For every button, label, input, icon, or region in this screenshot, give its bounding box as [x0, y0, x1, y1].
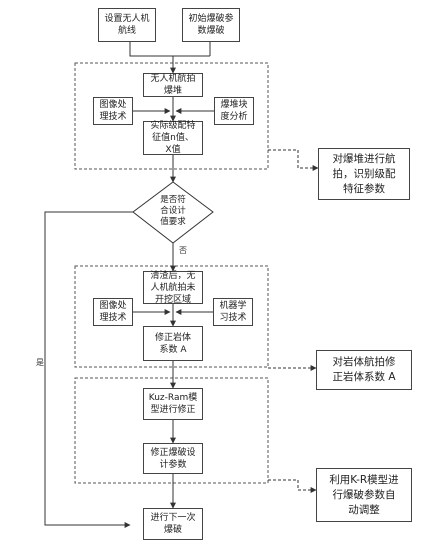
node-image-proc-1: 图像处 理技术 — [93, 97, 133, 125]
label-no: 否 — [179, 246, 187, 255]
decision-diamond — [132, 181, 214, 244]
node-set-route: 设置无人机 航线 — [98, 8, 156, 42]
edge-frame3-note3 — [268, 479, 317, 493]
node-next-blast: 进行下一次 爆破 — [143, 508, 203, 540]
node-correct-coef: 修正岩体 系数 A — [143, 326, 203, 361]
group-frame-1 — [74, 62, 269, 170]
node-pile-analysis: 爆堆块 度分析 — [214, 97, 254, 125]
node-correct-params: 修正爆破设 计参数 — [143, 443, 203, 474]
edge-route-merge — [129, 42, 210, 57]
note-correct-coef: 对岩体航拍修 正岩体系数 A — [316, 350, 412, 390]
edge-decision-yes — [44, 211, 133, 528]
node-grading: 实际级配特 征值n值、 X值 — [143, 121, 203, 155]
edge-frame1-note1 — [268, 149, 319, 171]
node-after-clear: 清渣后，无 人机航拍未 开挖区域 — [143, 271, 203, 305]
decision-label: 是否符 合设计 值要求 — [160, 195, 186, 227]
group-frame-3 — [74, 377, 269, 484]
note-kr-adjust: 利用K-R模型进 行爆破参数自 动调整 — [316, 468, 412, 522]
label-yes: 是 — [36, 358, 44, 367]
node-kuz-ram: Kuz-Ram模 型进行修正 — [143, 388, 203, 420]
note-identify-grading: 对爆堆进行航 拍，识别级配 特征参数 — [318, 148, 410, 200]
node-image-proc-2: 图像处 理技术 — [93, 298, 133, 326]
node-ml-tech: 机器学 习技术 — [213, 298, 253, 326]
node-uav-photo: 无人机航拍 爆堆 — [143, 73, 203, 97]
node-initial-params: 初始爆破参 数爆破 — [182, 8, 240, 42]
